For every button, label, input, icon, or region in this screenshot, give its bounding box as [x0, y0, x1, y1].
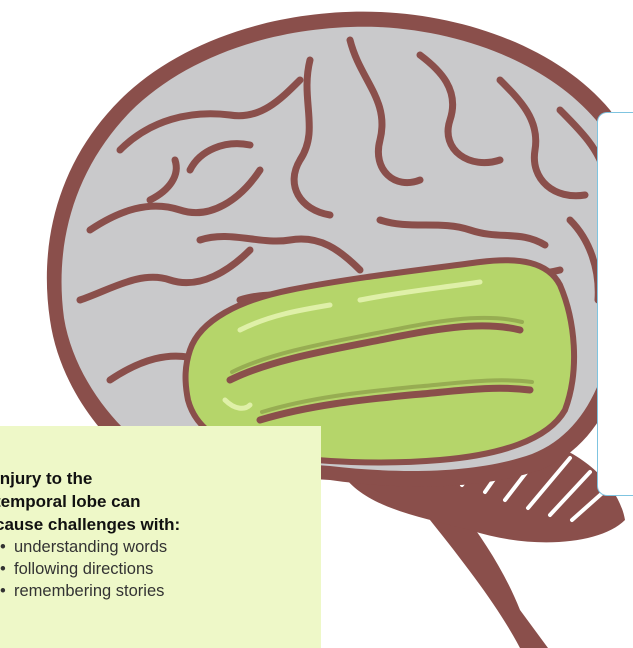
bullet-icon: •: [0, 536, 14, 558]
callout-heading-line: Injury to the: [0, 467, 321, 490]
list-item-text: understanding words: [14, 538, 167, 556]
info-box: [597, 112, 633, 496]
callout-heading-line: cause challenges with:: [0, 513, 321, 536]
list-item-text: following directions: [14, 560, 153, 578]
temporal-lobe-callout: Injury to the temporal lobe can cause ch…: [0, 426, 321, 648]
list-item: •remembering stories: [0, 580, 321, 602]
list-item: •understanding words: [0, 536, 321, 558]
bullet-icon: •: [0, 558, 14, 580]
list-item-text: remembering stories: [14, 582, 164, 600]
bullet-icon: •: [0, 580, 14, 602]
list-item: •following directions: [0, 558, 321, 580]
callout-heading-line: temporal lobe can: [0, 490, 321, 513]
callout-heading: Injury to the temporal lobe can cause ch…: [0, 467, 321, 536]
challenge-list: •understanding words •following directio…: [0, 536, 321, 602]
